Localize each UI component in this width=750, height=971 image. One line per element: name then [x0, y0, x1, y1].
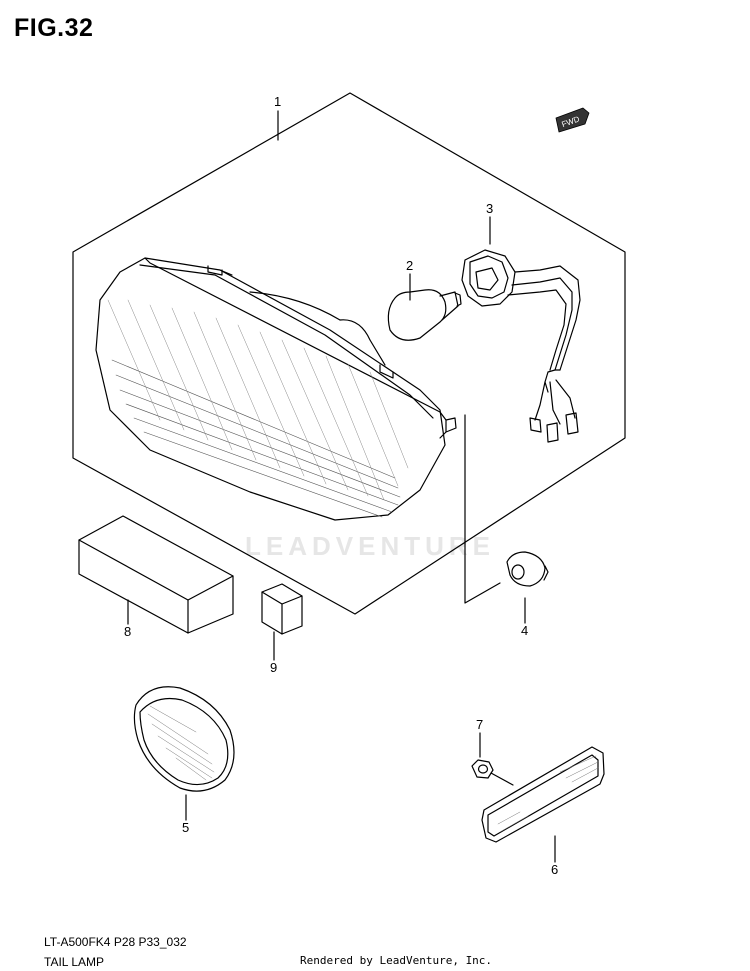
callout-1: 1 [274, 94, 281, 109]
fwd-arrow-icon: FWD [555, 107, 590, 133]
rendered-by-credit: Rendered by LeadVenture, Inc. [300, 954, 493, 967]
cushion [261, 583, 303, 635]
side-reflector [481, 746, 605, 843]
tail-lamp-housing [95, 257, 457, 521]
grommet [506, 551, 549, 587]
leader-line-4 [464, 414, 501, 604]
callout-2: 2 [406, 258, 413, 273]
pad-block [78, 515, 234, 634]
figure-title: FIG.32 [14, 14, 94, 42]
callout-8: 8 [124, 624, 131, 639]
callout-5: 5 [182, 820, 189, 835]
page-caption: TAIL LAMP [44, 955, 105, 969]
model-code: LT-A500FK4 P28 P33_032 [44, 935, 187, 949]
callout-4: 4 [521, 623, 528, 638]
callout-3: 3 [486, 201, 493, 216]
bulb [387, 289, 462, 341]
leader-line-7b [490, 772, 514, 786]
nut [471, 759, 494, 779]
callout-9: 9 [270, 660, 277, 675]
socket-harness [461, 249, 581, 443]
round-reflector [133, 686, 235, 792]
watermark-text: LEADVENTURE [245, 531, 496, 561]
callout-6: 6 [551, 862, 558, 877]
assembly-frame [72, 92, 626, 615]
callout-7: 7 [476, 717, 483, 732]
